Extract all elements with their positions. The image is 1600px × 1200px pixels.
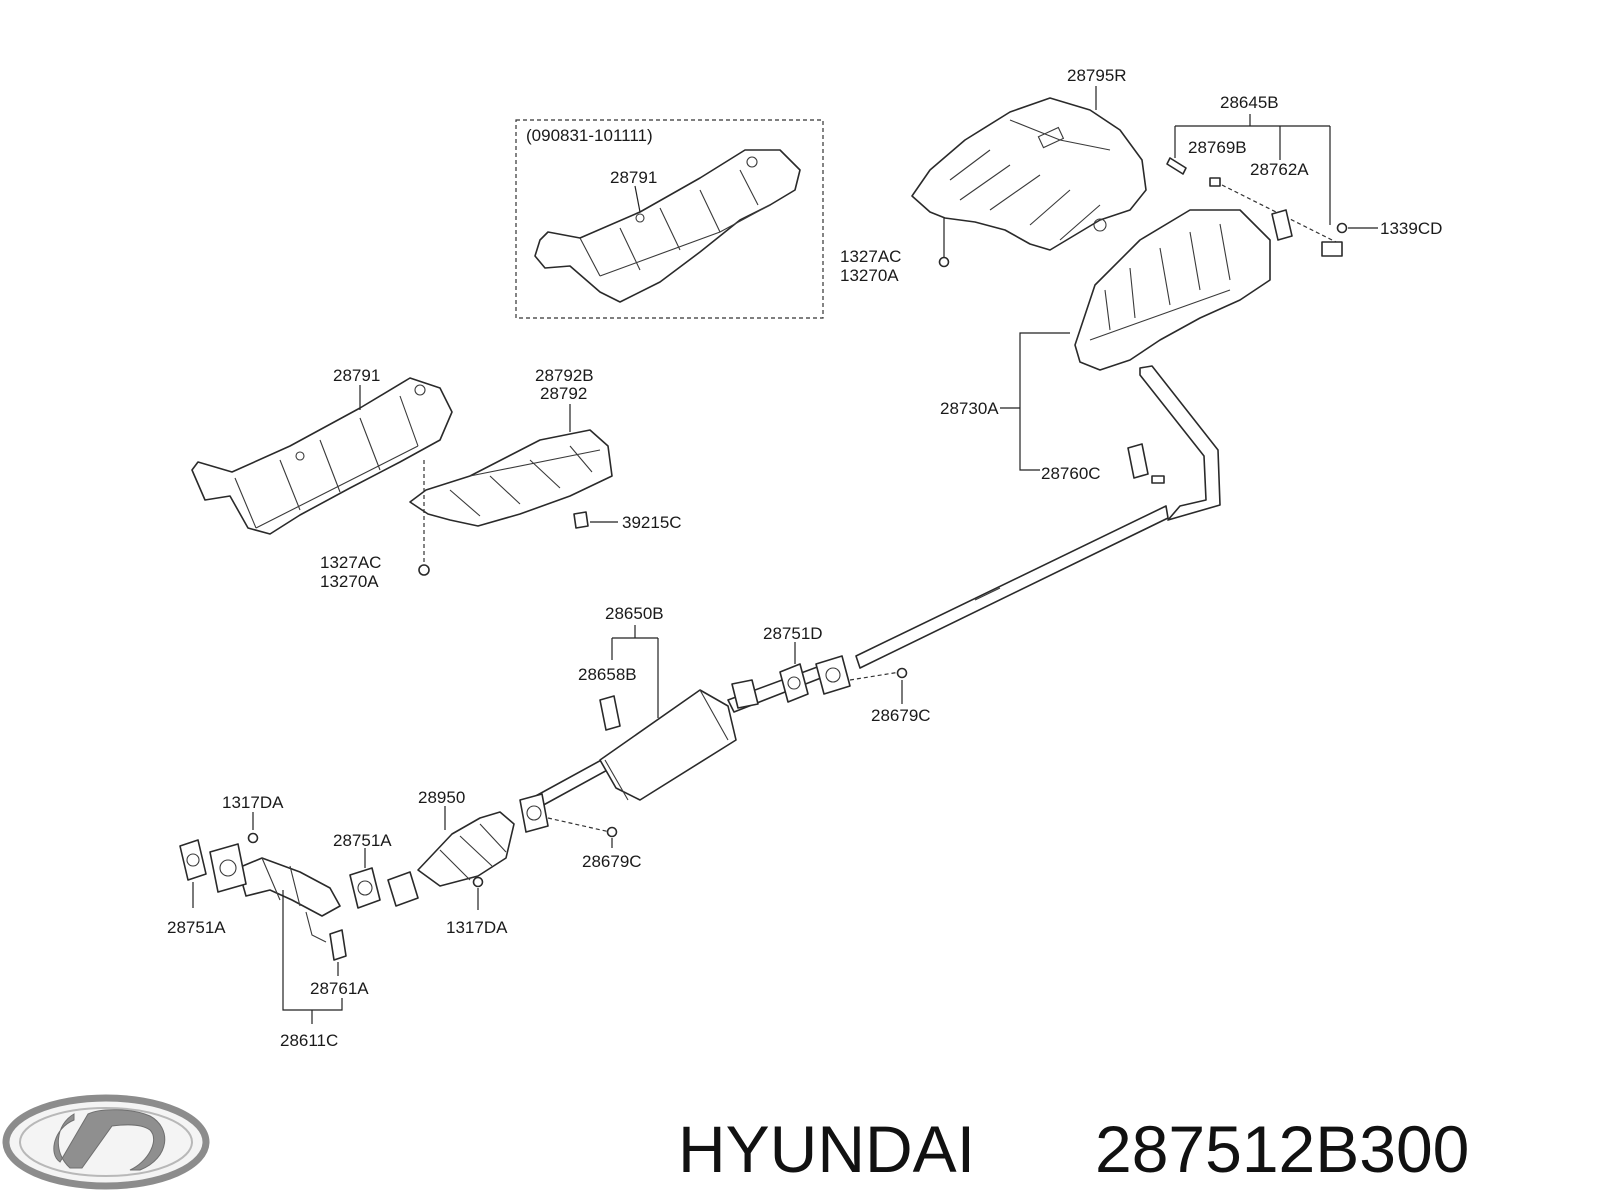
flange-28650b: [731, 679, 759, 709]
label-28679c-right: 28679C: [871, 706, 931, 725]
heat-shield-28792: [409, 429, 613, 527]
part-number: 287512B300: [1095, 1112, 1469, 1186]
gasket-28751d: [779, 663, 809, 703]
label-28751a-left: 28751A: [167, 918, 226, 937]
label-28769b: 28769B: [1188, 138, 1247, 157]
brand-name: HYUNDAI: [678, 1112, 975, 1186]
label-28751d: 28751D: [763, 624, 823, 643]
label-1327ac: 1327AC: [320, 553, 381, 572]
label-28645b: 28645B: [1220, 93, 1279, 112]
variant-box: (090831-101111) 28791: [515, 119, 824, 319]
bolt-1317da-left: [247, 832, 259, 844]
label-28795r: 28795R: [1067, 66, 1127, 85]
label-1327ac-top: 1327AC: [840, 247, 901, 266]
flange-front-pipe: [209, 843, 247, 893]
variant-note: (090831-101111): [526, 126, 653, 145]
label-28658b: 28658B: [578, 665, 637, 684]
bolt-1317da-right: [472, 876, 484, 888]
gasket-28751a-left: [179, 839, 207, 881]
label-28762a: 28762A: [1250, 160, 1309, 179]
rear-muffler-28730a: [1074, 209, 1271, 371]
left-heat-shields: 28791 28792B 28792 39215C 1327AC 13270A: [191, 366, 682, 591]
label-1317da-left: 1317DA: [222, 793, 284, 812]
hyundai-logo: [2, 1094, 210, 1190]
label-28650b: 28650B: [605, 604, 664, 623]
nut-28679c-right: [896, 667, 908, 679]
bolt-28769b: [1166, 157, 1187, 175]
center-muffler-28650b: [599, 689, 737, 801]
nut-28679c-left: [606, 826, 618, 838]
rear-muffler-group: 28730A 28760C: [855, 209, 1271, 669]
flange-28950-rear: [519, 793, 549, 833]
flange-center-pipe: [815, 655, 851, 695]
clip-39215c: [573, 511, 589, 529]
hanger-group-28645b: 28645B 28769B 28762A 1339CD: [1166, 93, 1442, 257]
label-39215c: 39215C: [622, 513, 682, 532]
label-13270a: 13270A: [320, 572, 379, 591]
front-pipe-group: 28751A 1317DA 28751A 28761A 28611C: [167, 793, 392, 1050]
label-28760c: 28760C: [1041, 464, 1101, 483]
rubber-hanger-28762a: [1271, 209, 1293, 241]
label-28791: 28791: [333, 366, 380, 385]
label-28761a: 28761A: [310, 979, 369, 998]
heat-shield-28791: [191, 377, 453, 535]
bracket-1339cd: [1321, 241, 1343, 257]
catalytic-converter-group: 28950 28679C 1317DA: [387, 788, 642, 937]
heat-shield-28791-variant: [534, 149, 801, 303]
label-28751a-mid: 28751A: [333, 831, 392, 850]
label-28679c-left: 28679C: [582, 852, 642, 871]
front-pipe-28611c: [237, 857, 341, 917]
pin-28769b: [1209, 177, 1221, 187]
nut-1327ac-top: [938, 256, 950, 268]
heat-shield-28795r-group: 28795R 1327AC 13270A: [840, 66, 1147, 285]
flange-28950-front: [387, 871, 419, 907]
label-28792: 28792: [540, 384, 587, 403]
label-13270a-top: 13270A: [840, 266, 899, 285]
hanger-28760c: [1127, 443, 1149, 479]
pin-28760c: [1151, 475, 1165, 484]
center-pipe: [855, 505, 1169, 669]
nut-1327ac: [418, 564, 430, 576]
hanger-28658b: [599, 695, 621, 731]
label-28792b: 28792B: [535, 366, 594, 385]
label-28950: 28950: [418, 788, 465, 807]
label-1339cd: 1339CD: [1380, 219, 1442, 238]
label-28611c: 28611C: [280, 1031, 338, 1050]
label-1317da-right: 1317DA: [446, 918, 508, 937]
heat-shield-28795r: [911, 97, 1147, 251]
gasket-28751d-group: 28751D 28679C: [763, 624, 931, 725]
label-28730a: 28730A: [940, 399, 999, 418]
nut-1339cd: [1336, 222, 1348, 234]
gasket-28751a-mid: [349, 867, 381, 909]
tail-pipe-bend: [1139, 365, 1221, 521]
catalytic-converter-28950: [417, 811, 515, 887]
hanger-28761a: [329, 929, 347, 961]
label-28791-variant: 28791: [610, 168, 657, 187]
